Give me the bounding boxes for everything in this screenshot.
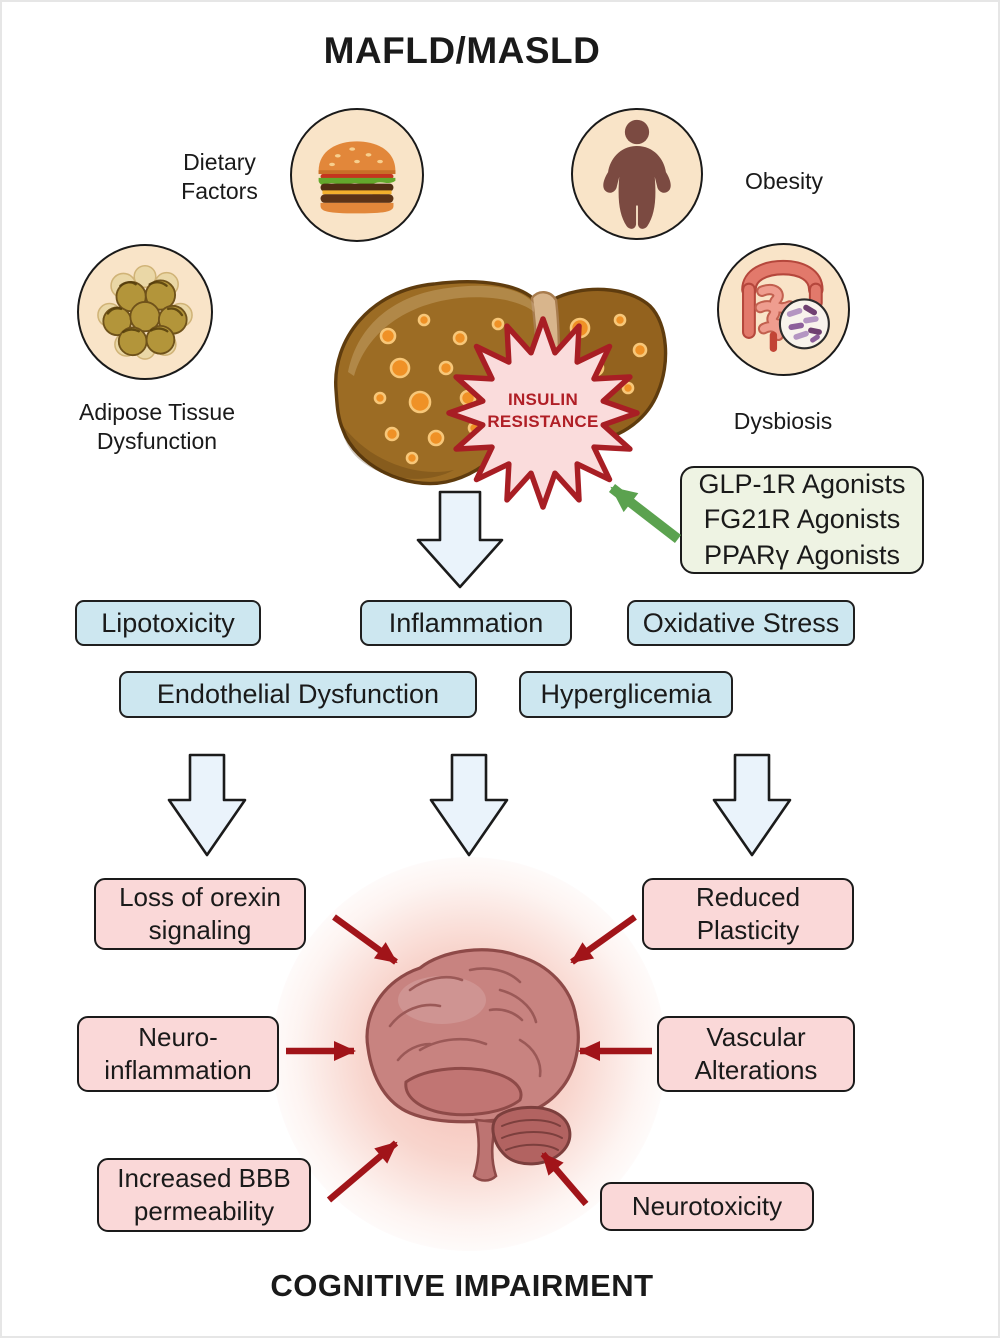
effect-label: Reduced Plasticity	[695, 882, 801, 945]
effect-box-vascular-alterations: Vascular Alterations	[657, 1016, 855, 1092]
adipose-label: Adipose Tissue Dysfunction	[79, 399, 235, 455]
effect-label: Increased BBB permeability	[117, 1163, 291, 1226]
mechanism-label: Lipotoxicity	[101, 607, 235, 638]
mechanism-label: Endothelial Dysfunction	[156, 679, 440, 709]
obesity-circle	[571, 108, 703, 240]
dysbiosis-circle	[717, 243, 850, 376]
mechanism-box-oxidative-stress: Oxidative Stress	[627, 600, 855, 646]
effect-label: Loss of orexin signaling	[119, 882, 281, 945]
brain-icon	[365, 948, 580, 1182]
effect-box-neurotoxicity: Neurotoxicity	[600, 1182, 814, 1231]
dysbiosis-label: Dysbiosis	[733, 408, 833, 434]
agonists-box: GLP-1R Agonists FG21R Agonists PPARγ Ago…	[680, 466, 924, 574]
effect-label: Neuro- inflammation	[104, 1022, 252, 1085]
burger-icon	[318, 141, 396, 214]
mechanism-box-lipotoxicity: Lipotoxicity	[75, 600, 261, 646]
adipose-tissue-icon	[97, 264, 193, 360]
effect-box-loss-orexin: Loss of orexin signaling	[94, 878, 306, 950]
outcome-title: COGNITIVE IMPAIRMENT	[270, 1268, 654, 1303]
mechanism-label: Oxidative Stress	[642, 607, 840, 638]
intestine-microbiome-icon	[740, 259, 830, 352]
mechanism-box-endothelial-dysfunction: Endothelial Dysfunction	[119, 671, 477, 718]
mechanism-box-hyperglicemia: Hyperglicemia	[519, 671, 733, 718]
mechanism-label: Hyperglicemia	[540, 679, 712, 709]
dietary-factors-circle	[290, 108, 424, 242]
mechanism-label: Inflammation	[388, 607, 544, 638]
dietary-factors-label: Dietary Factors	[181, 149, 258, 205]
down-arrow-center	[429, 753, 509, 857]
agonist-line-1: GLP-1R Agonists	[698, 469, 906, 500]
insulin-resistance-starburst	[446, 316, 640, 510]
obese-person-icon	[603, 119, 671, 229]
figure-title: MAFLD/MASLD	[323, 30, 601, 71]
down-arrow-left	[167, 753, 247, 857]
effect-box-bbb-permeability: Increased BBB permeability	[97, 1158, 311, 1232]
agonist-line-2: FG21R Agonists	[703, 504, 901, 535]
mechanism-box-inflammation: Inflammation	[360, 600, 572, 646]
effect-label: Neurotoxicity	[631, 1191, 783, 1222]
agonist-line-3: PPARγ Agonists	[703, 539, 901, 570]
obesity-label: Obesity	[745, 168, 823, 194]
down-arrow-right	[712, 753, 792, 857]
effect-label: Vascular Alterations	[694, 1022, 818, 1085]
effect-box-neuroinflammation: Neuro- inflammation	[77, 1016, 279, 1092]
adipose-circle	[77, 244, 213, 380]
insulin-resistance-label: INSULIN RESISTANCE	[487, 390, 599, 431]
effect-box-reduced-plasticity: Reduced Plasticity	[642, 878, 854, 950]
